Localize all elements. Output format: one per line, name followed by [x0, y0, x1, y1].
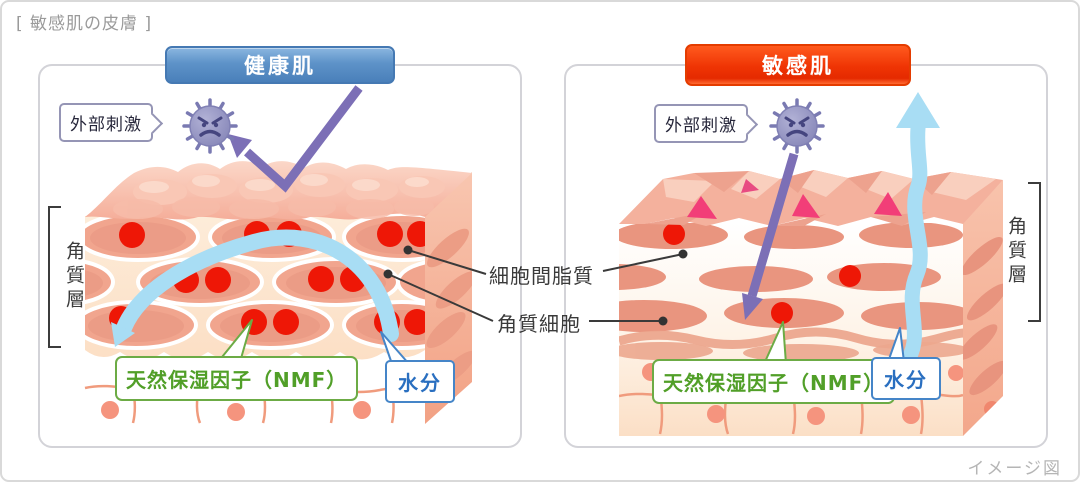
sensitive-skin-badge: 敏感肌	[685, 44, 911, 86]
external-stimulus-label-healthy: 外部刺激	[59, 103, 153, 142]
bracket-right-bar	[1028, 182, 1041, 322]
irritant-virus-icon	[769, 98, 825, 154]
stimulus-penetrating-arrow	[742, 152, 799, 320]
stratum-corneum-bracket-healthy: 角質層	[48, 206, 85, 348]
image-note: イメージ図	[967, 459, 1062, 479]
skin-surface-rough	[619, 170, 1003, 226]
stratum-corneum-damaged	[619, 223, 963, 436]
stratum-corneum-bracket-sensitive: 角質層	[1005, 182, 1041, 322]
page-title: [ 敏感肌の皮膚 ]	[16, 14, 153, 34]
corneocyte-label: 角質細胞	[497, 312, 581, 336]
moisture-escaping-arrow	[896, 92, 940, 366]
surface-cracks	[687, 179, 902, 219]
skin-surface-smooth	[85, 161, 472, 220]
stratum-corneum-label: 角質層	[63, 241, 85, 313]
nmf-label-healthy: 天然保湿因子（NMF）	[115, 356, 359, 401]
intercellular-lipids-label: 細胞間脂質	[489, 264, 594, 288]
irritant-virus-icon	[182, 98, 238, 154]
skin-block-side-face	[963, 180, 1003, 436]
healthy-skin-badge: 健康肌	[165, 46, 395, 84]
stratum-corneum-label: 角質層	[1005, 216, 1027, 288]
external-stimulus-label-sensitive: 外部刺激	[654, 104, 748, 143]
moisture-label-sensitive: 水分	[871, 357, 941, 400]
stimulus-blocked-arrow	[228, 85, 363, 193]
healthy-skin-illustration	[84, 85, 472, 424]
sensitive-skin-illustration	[619, 92, 1003, 436]
moisture-label-healthy: 水分	[385, 360, 455, 403]
cell-nuclei	[663, 223, 861, 324]
bracket-left-bar	[48, 206, 61, 348]
panel-healthy-skin	[38, 64, 522, 448]
nmf-label-sensitive: 天然保湿因子（NMF）	[652, 359, 896, 404]
moisture-retained-arrow	[111, 229, 399, 347]
